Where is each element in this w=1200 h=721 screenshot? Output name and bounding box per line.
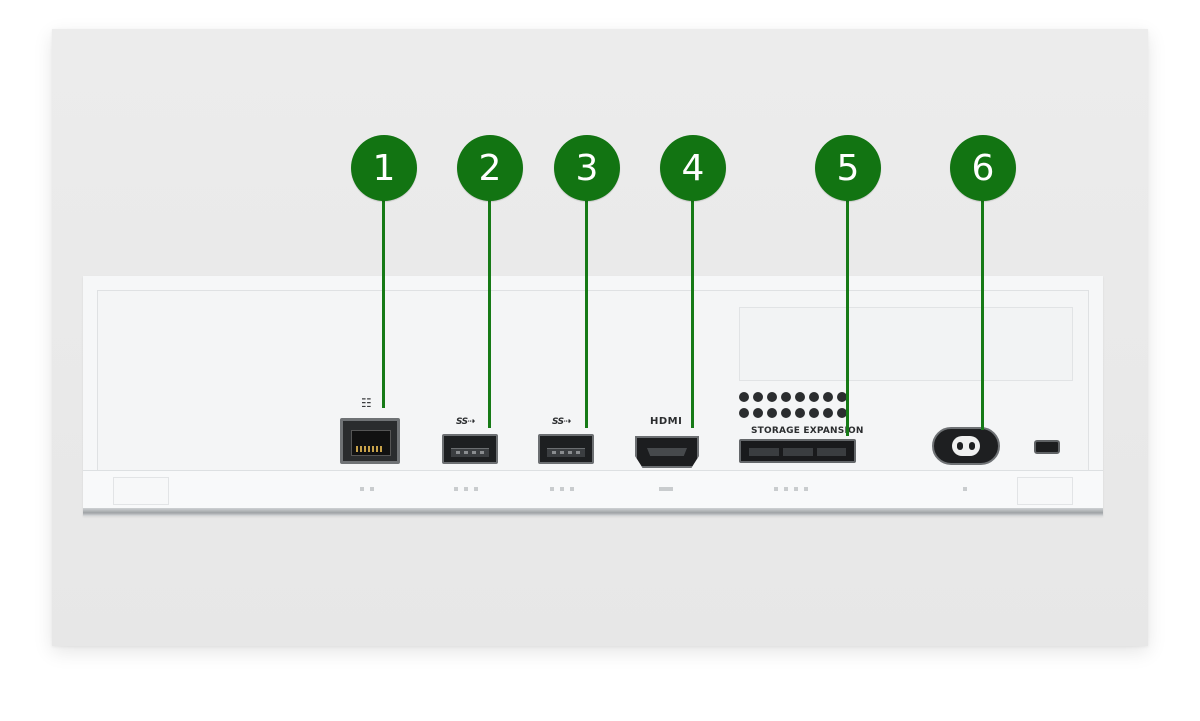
tick-marks-hdmi <box>659 487 673 491</box>
network-icon: ☷ <box>361 396 372 410</box>
panel-bottom-strip <box>83 470 1103 509</box>
callout-line-2 <box>488 196 491 428</box>
tick-marks-usb-2 <box>550 487 574 491</box>
right-foot-pad <box>1017 477 1073 505</box>
callout-line-4 <box>691 196 694 428</box>
usb-superspeed-label-2: SS⇢ <box>552 417 571 427</box>
storage-expansion-label: STORAGE EXPANSION <box>751 426 864 436</box>
usb-superspeed-label-1: SS⇢ <box>456 417 475 427</box>
callout-badge-6: 6 <box>950 135 1016 201</box>
power-port <box>932 427 1000 465</box>
callout-badge-4: 4 <box>660 135 726 201</box>
callout-badge-5: 5 <box>815 135 881 201</box>
hdmi-label: HDMI <box>650 416 683 427</box>
console-base-edge <box>83 508 1103 516</box>
tick-marks-power <box>963 487 967 491</box>
storage-expansion-port <box>739 439 856 463</box>
tick-marks-storage <box>774 487 808 491</box>
callout-badge-1: 1 <box>351 135 417 201</box>
usb-port-1 <box>442 434 498 464</box>
callout-line-6 <box>981 196 984 430</box>
callout-line-5 <box>846 196 849 436</box>
callout-line-1 <box>382 196 385 408</box>
console-back-panel: ☷ SS⇢ SS⇢ HDMI STORAGE EXPANSION <box>83 276 1103 516</box>
usb-port-2 <box>538 434 594 464</box>
ethernet-pins <box>356 446 384 452</box>
ethernet-jack <box>351 430 391 456</box>
vent-dots <box>739 392 847 418</box>
hdmi-port <box>635 436 699 468</box>
hdmi-connector <box>647 448 687 456</box>
callout-badge-2: 2 <box>457 135 523 201</box>
security-lock-slot <box>1034 440 1060 454</box>
storage-expansion-slot <box>749 448 846 456</box>
tick-marks-usb-1 <box>454 487 478 491</box>
callout-line-3 <box>585 196 588 428</box>
ethernet-port <box>340 418 400 464</box>
left-foot-pad <box>113 477 169 505</box>
tick-marks-ethernet <box>360 487 374 491</box>
usb-tongue <box>451 448 489 457</box>
usb-tongue <box>547 448 585 457</box>
power-socket <box>952 436 980 456</box>
callout-badge-3: 3 <box>554 135 620 201</box>
vent-area <box>739 307 1073 381</box>
